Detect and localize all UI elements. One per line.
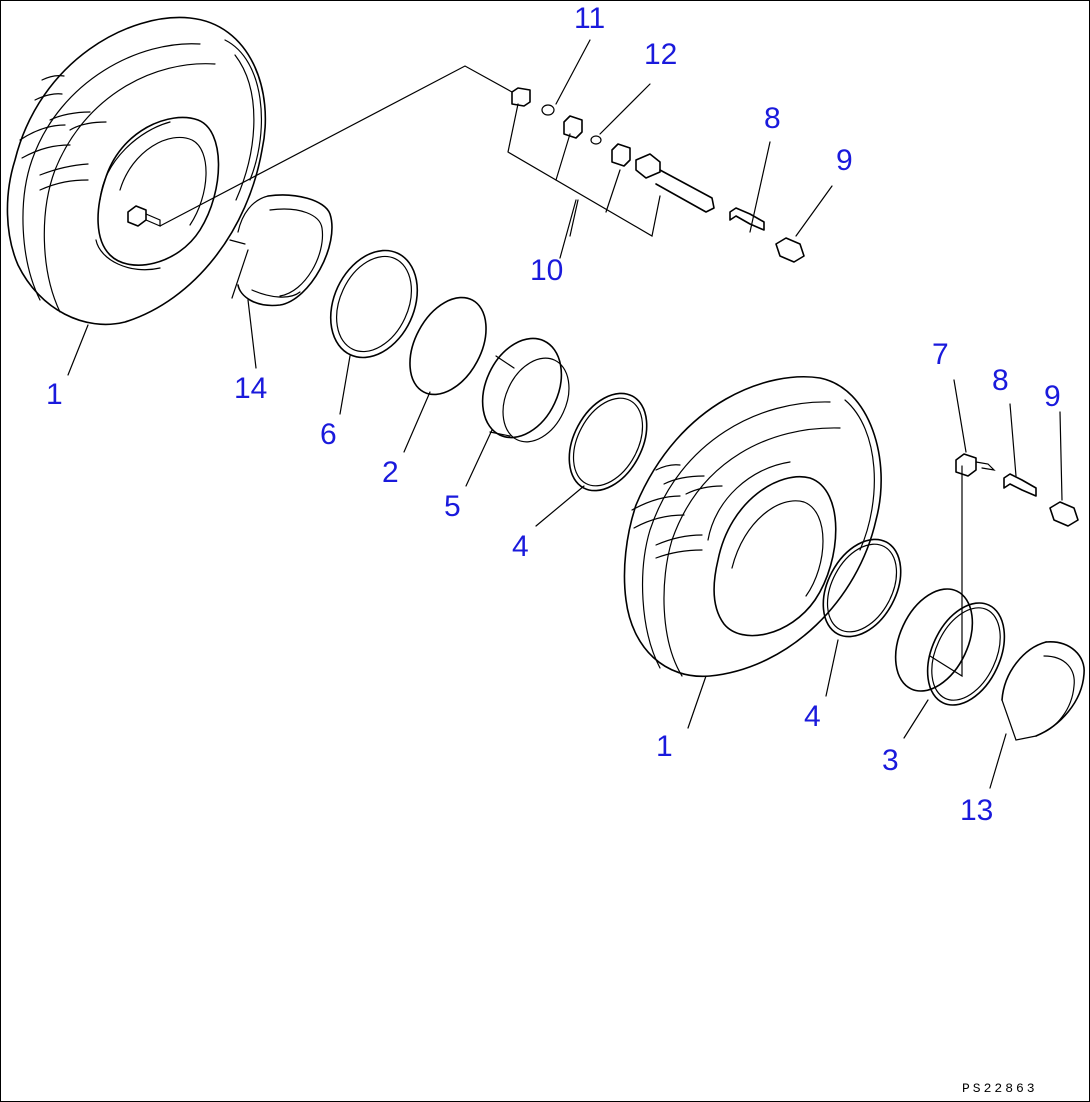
callout-12: 12 [644,38,677,71]
callout-3: 3 [882,744,899,777]
part-3-rim [894,465,1006,706]
callout-11: 11 [574,2,605,35]
valve-set-lower [955,453,1079,527]
callout-4-lower: 4 [804,700,821,733]
part-14-flap [229,194,333,307]
callout-8-lower: 8 [992,364,1009,397]
callout-9-lower: 9 [1044,380,1061,413]
callout-6: 6 [320,418,337,451]
part-4-ring-lower [822,538,902,638]
callout-7: 7 [932,338,949,371]
part-6-ring [329,249,419,359]
callout-5: 5 [444,490,461,523]
callout-10: 10 [530,254,563,287]
part-2-disc [409,296,487,396]
part-5-rim [481,337,570,443]
part-13-flap [1001,641,1085,741]
callout-8-upper: 8 [764,102,781,135]
part-4-ring-upper [568,392,648,492]
tire-lower [623,376,882,678]
leader-lines [67,39,1063,789]
callout-9-upper: 9 [836,144,853,177]
callout-1-lower: 1 [656,730,673,763]
callout-1-upper: 1 [46,378,63,411]
drawing-code: PS22863 [962,1081,1038,1096]
callout-4-upper: 4 [512,530,529,563]
tire-upper [6,16,513,326]
callout-14: 14 [234,372,267,405]
valve-set-upper [507,87,805,263]
callout-2: 2 [382,456,399,489]
callout-13: 13 [960,794,993,827]
